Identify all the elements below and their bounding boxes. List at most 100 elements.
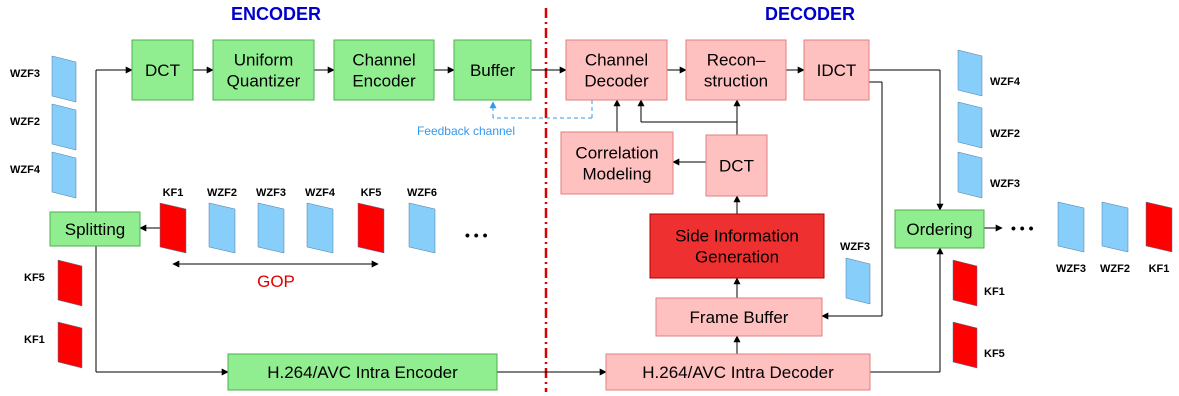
connector-lines <box>95 66 1003 376</box>
sequence-frame-6 <box>408 202 436 254</box>
correlation-modeling-box-label-1: Modeling <box>583 165 652 184</box>
side-wz-frame <box>845 257 871 305</box>
decoder-key-label-2: KF5 <box>984 348 1005 360</box>
intra-decoder-box: H.264/AVC Intra Decoder <box>605 353 871 391</box>
uniform-quantizer-box-label-1: Quantizer <box>227 72 301 91</box>
sequence-label-2: WZF2 <box>207 187 237 199</box>
output-wz-label-2: WZF2 <box>990 128 1020 140</box>
splitting-box: Splitting <box>49 211 141 247</box>
input-wz-label-1: WZF3 <box>10 68 40 80</box>
frame-buffer-box-label-0: Frame Buffer <box>690 308 789 327</box>
channel-encoder-box-label-0: Channel <box>352 51 415 70</box>
output-wz-frame-1 <box>957 49 983 97</box>
sequence-frame-5 <box>357 202 385 254</box>
channel-decoder-box-label-0: Channel <box>585 51 648 70</box>
uniform-quantizer-box-label-0: Uniform <box>234 51 294 70</box>
dct-box-label-0: DCT <box>145 61 180 80</box>
sequence-frame-4 <box>306 202 334 254</box>
intra-encoder-box: H.264/AVC Intra Encoder <box>227 353 498 391</box>
sequence-frame-1 <box>159 202 187 254</box>
decoder-key-label-1: KF1 <box>984 286 1005 298</box>
sequence-label-5: KF5 <box>361 187 382 199</box>
feedback-channel-label: Feedback channel <box>417 124 515 138</box>
reconstruction-box: Recon– struction <box>685 39 787 101</box>
sequence-label-3: WZF3 <box>256 187 286 199</box>
input-wz-frame-2 <box>51 103 77 151</box>
output-wz-label-1: WZF4 <box>990 76 1021 88</box>
uniform-quantizer-box-rect <box>212 39 315 101</box>
reconstruction-box-label-1: struction <box>704 72 768 91</box>
input-wz-label-3: WZF4 <box>10 164 41 176</box>
final-frame-2 <box>1101 201 1129 253</box>
decoder-dct-box: DCT <box>705 134 768 197</box>
sequence-label-1: KF1 <box>163 187 184 199</box>
side-information-box-label-0: Side Information <box>675 227 799 246</box>
input-key-label-1: KF5 <box>24 272 45 284</box>
output-wz-frame-3 <box>957 151 983 199</box>
ordering-box: Ordering <box>894 209 985 249</box>
final-frame-1 <box>1057 201 1085 253</box>
splitting-box-label-0: Splitting <box>65 220 125 239</box>
idct-box-rect <box>803 39 870 101</box>
dct-box-rect <box>131 39 194 101</box>
encoder-title: ENCODER <box>231 4 321 24</box>
input-key-label-2: KF1 <box>24 334 45 346</box>
gop-label: GOP <box>257 272 295 291</box>
intra-decoder-box-label-0: H.264/AVC Intra Decoder <box>642 363 834 382</box>
reconstruction-box-label-0: Recon– <box>707 51 766 70</box>
channel-encoder-box-rect <box>333 39 435 101</box>
final-frame-3 <box>1145 201 1173 253</box>
correlation-modeling-box-label-0: Correlation <box>575 144 658 163</box>
reconstruction-box-rect <box>685 39 787 101</box>
ordering-box-label-0: Ordering <box>906 220 972 239</box>
channel-encoder-box-label-1: Encoder <box>352 72 416 91</box>
frame-buffer-box-rect <box>655 297 823 337</box>
final-label-1: WZF3 <box>1056 263 1086 275</box>
decoder-key-frame-2 <box>952 321 978 369</box>
sequence-label-4: WZF4 <box>305 187 336 199</box>
side-information-box-rect <box>649 213 825 279</box>
idct-box: IDCT <box>803 39 870 101</box>
output-wz-label-3: WZF3 <box>990 178 1020 190</box>
buffer-box-label-0: Buffer <box>470 61 515 80</box>
buffer-box: Buffer <box>453 39 532 101</box>
sequence-ellipsis: • • • <box>465 227 488 243</box>
sequence-frame-2 <box>208 202 236 254</box>
final-label-3: KF1 <box>1149 263 1170 275</box>
sequence-label-6: WZF6 <box>407 187 437 199</box>
feedback-channel <box>489 100 593 119</box>
decoder-key-frame-1 <box>952 259 978 307</box>
decoder-dct-box-label-0: DCT <box>719 157 754 176</box>
input-wz-label-2: WZF2 <box>10 116 40 128</box>
decoder-title: DECODER <box>765 4 855 24</box>
idct-box-label-0: IDCT <box>817 61 857 80</box>
channel-decoder-box-label-1: Decoder <box>584 72 649 91</box>
dct-box: DCT <box>131 39 194 101</box>
ordering-box-rect <box>894 209 985 249</box>
final-label-2: WZF2 <box>1100 263 1130 275</box>
channel-decoder-box-rect <box>565 39 668 101</box>
output-wz-frame-2 <box>957 101 983 149</box>
sequence-frame-3 <box>257 202 285 254</box>
correlation-modeling-box-rect <box>560 131 674 195</box>
intra-encoder-box-rect <box>227 353 498 391</box>
output-ellipsis: • • • <box>1011 220 1034 236</box>
intra-encoder-box-label-0: H.264/AVC Intra Encoder <box>267 363 458 382</box>
frame-buffer-box: Frame Buffer <box>655 297 823 337</box>
input-key-frame-1 <box>57 259 83 307</box>
side-information-box-label-1: Generation <box>695 248 779 267</box>
decoder-dct-box-rect <box>705 134 768 197</box>
splitting-box-rect <box>49 211 141 247</box>
input-wz-frame-3 <box>51 151 77 199</box>
intra-decoder-box-rect <box>605 353 871 391</box>
input-wz-frame-1 <box>51 55 77 103</box>
